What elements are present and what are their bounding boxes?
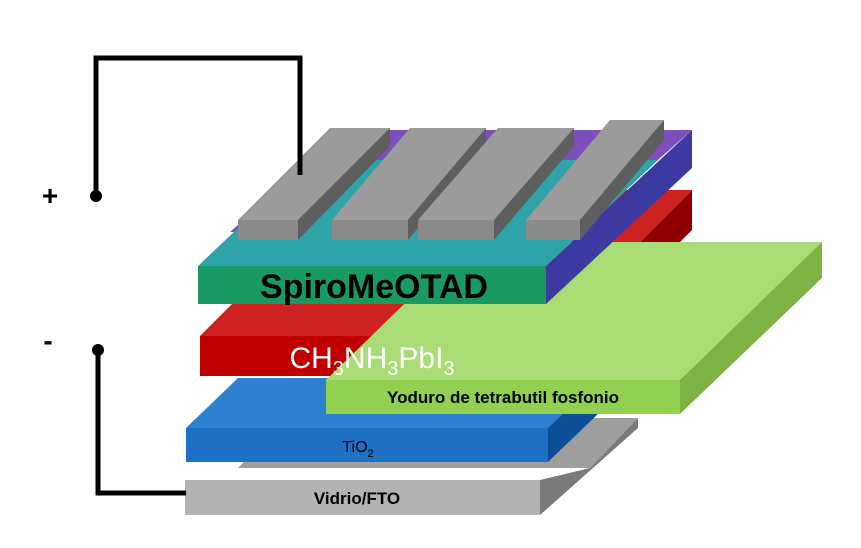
contact-bar [238,128,390,240]
negative-wire [95,350,186,496]
metal-contacts [238,120,664,240]
tio2-label: TiO2 [342,439,373,460]
contact-bar [418,128,574,240]
perovskite-label: CH3NH3PbI3 [289,342,454,380]
contact-bar [526,120,664,240]
circuit-wires [93,55,303,496]
interlayer-label: Yoduro de tetrabutil fosfonio [387,388,619,407]
positive-wire [93,55,303,196]
negative-terminal-dot [92,344,104,356]
substrate-label: Vidrio/FTO [314,489,400,508]
positive-label: + [42,180,58,211]
negative-label: - [43,325,52,356]
spiro-label: SpiroMeOTAD [260,268,488,306]
positive-terminal-dot [90,190,102,202]
